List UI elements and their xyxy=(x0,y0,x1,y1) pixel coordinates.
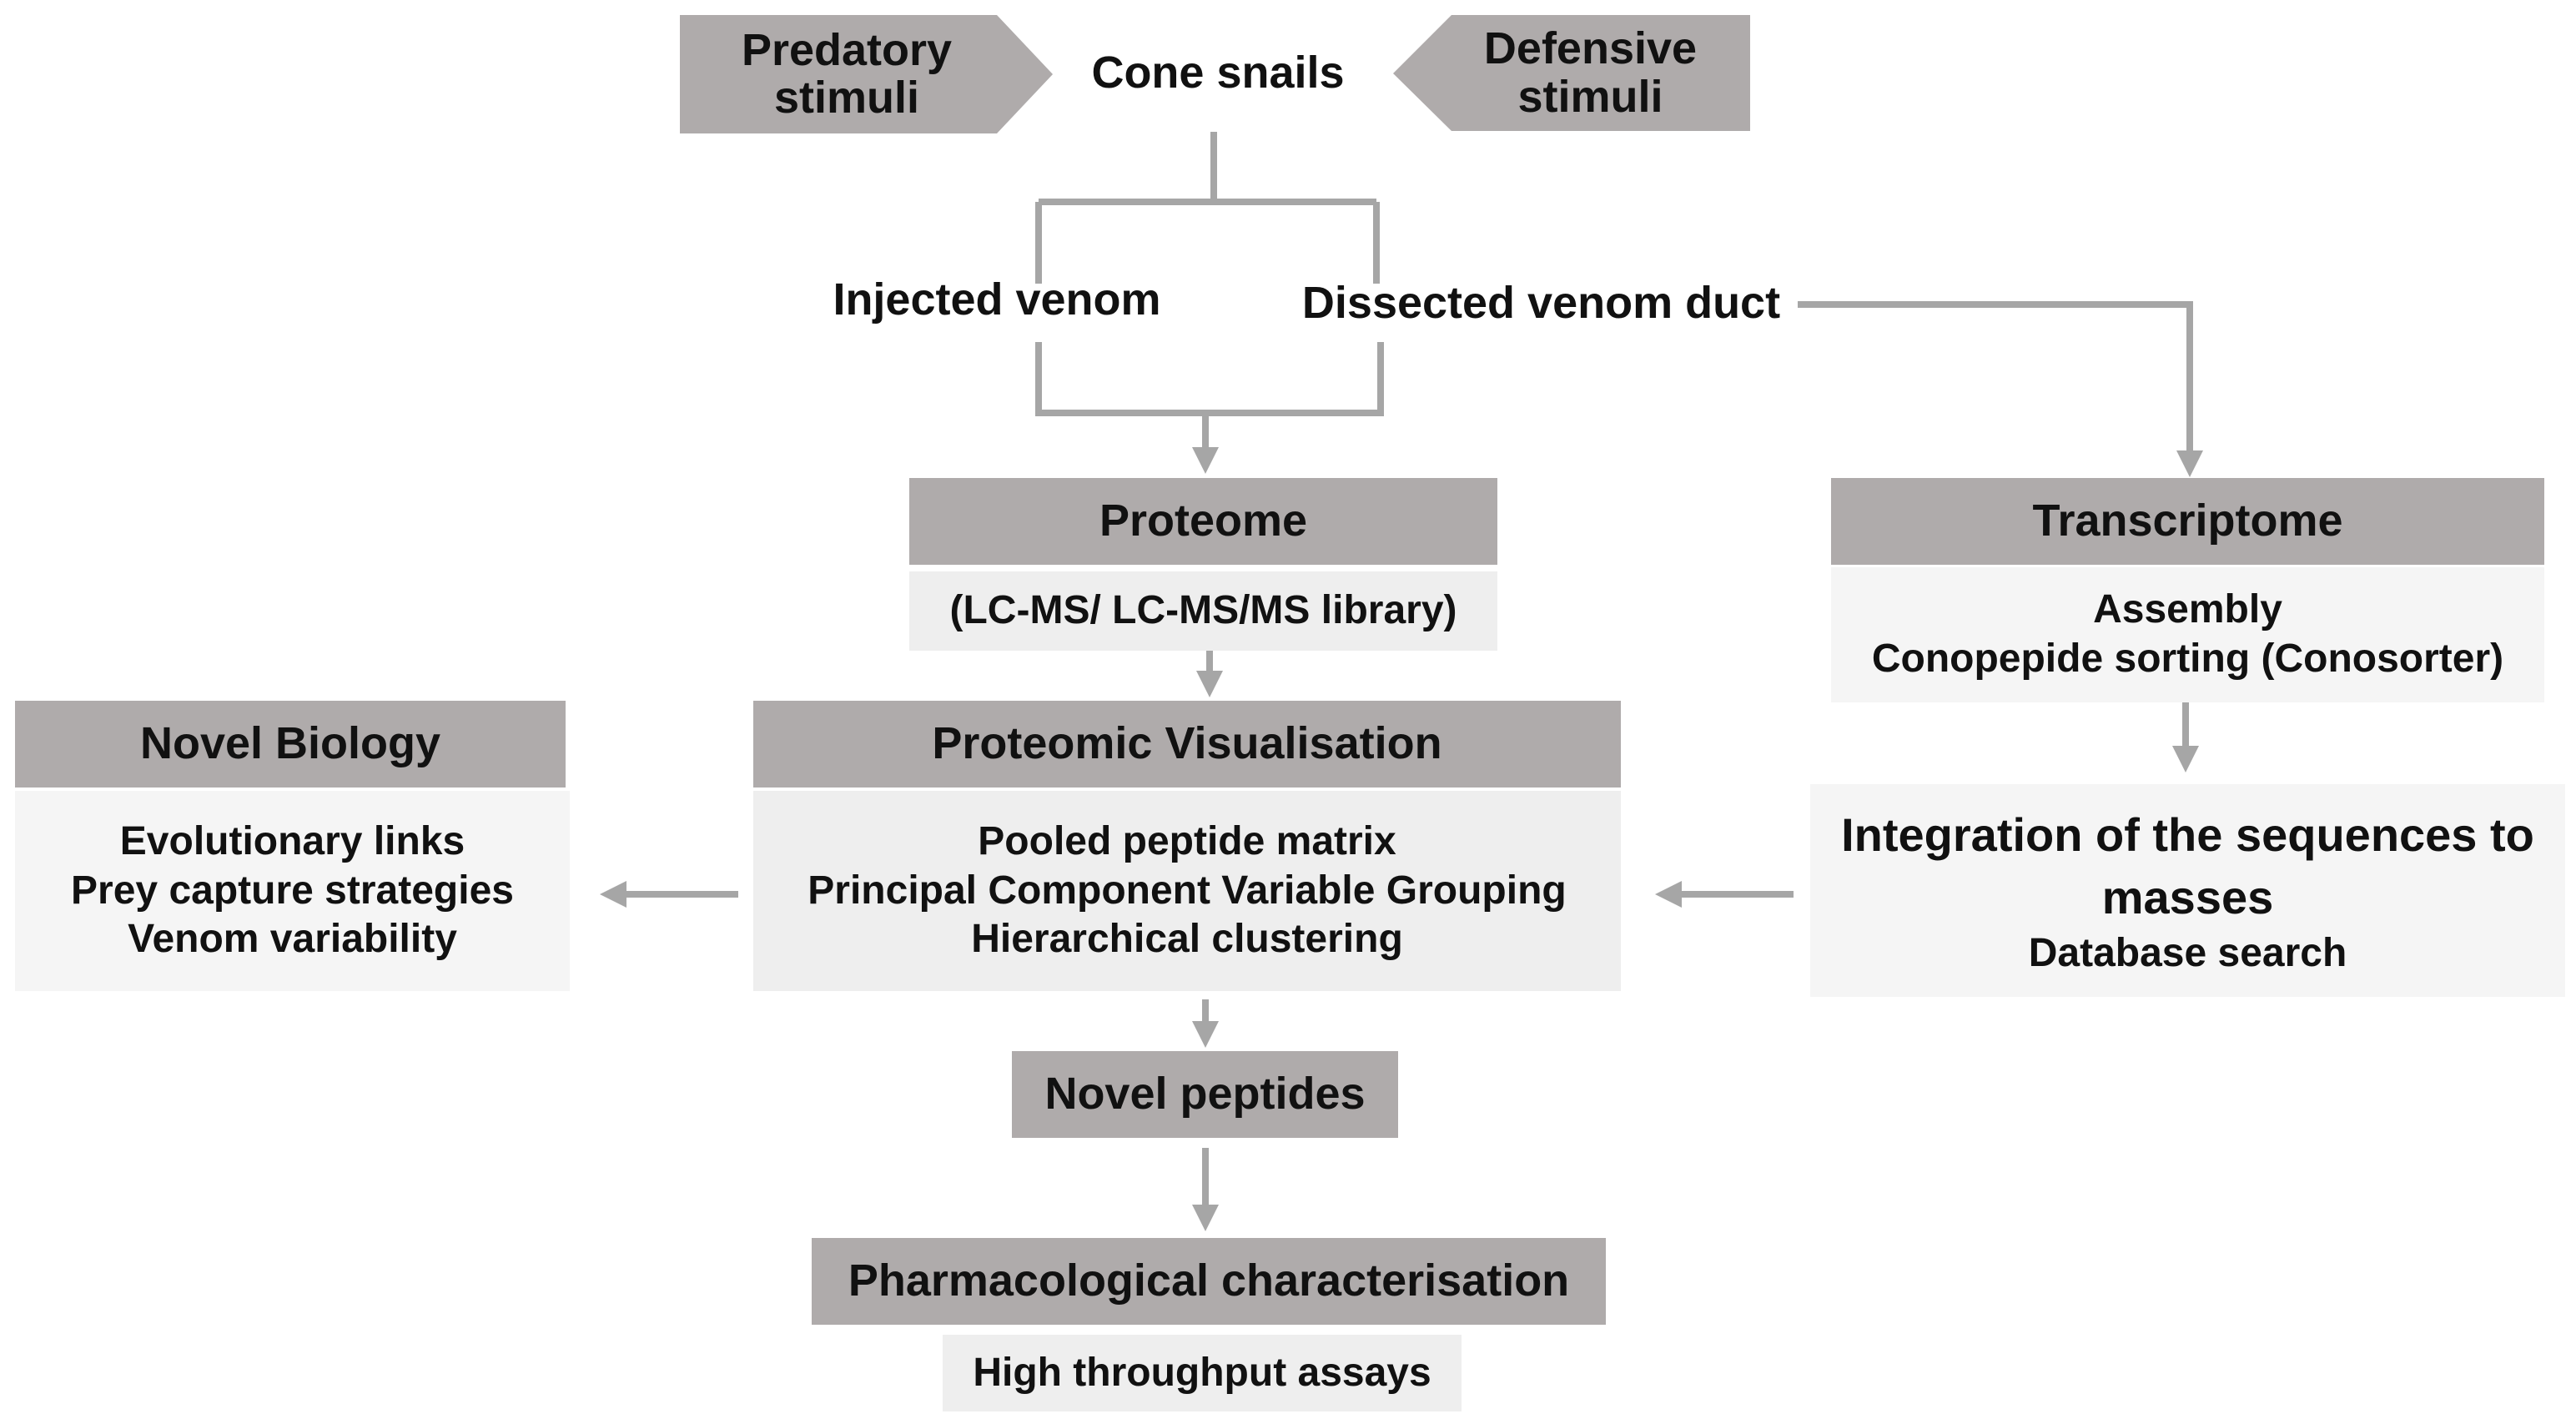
predatory-line-1: Predatory xyxy=(741,24,953,75)
visualisation-line: Hierarchical clustering xyxy=(971,917,1403,962)
novel-biology-line: Venom variability xyxy=(128,917,457,962)
cone-snails-label: Cone snails xyxy=(1091,48,1345,98)
predatory-stimuli-label: Predatory stimuli xyxy=(680,15,1014,133)
integration-title-line: masses xyxy=(2101,871,2274,924)
bracket-top xyxy=(1035,199,1380,284)
novel-biology-line: Prey capture strategies xyxy=(71,868,514,913)
proteome-subtext: (LC-MS/ LC-MS/MS library) xyxy=(909,571,1497,651)
pharmacological-subtext: High throughput assays xyxy=(943,1335,1462,1411)
transcriptome-line: Conopepide sorting (Conosorter) xyxy=(1871,637,2504,681)
transcriptome-line: Assembly xyxy=(2093,587,2282,632)
novel-biology-header: Novel Biology xyxy=(15,701,566,787)
transcriptome-header: Transcriptome xyxy=(1831,478,2544,565)
novel-biology-line: Evolutionary links xyxy=(119,819,465,864)
dissected-venom-duct-label: Dissected venom duct xyxy=(1301,278,1781,329)
integration-title-line: Integration of the sequences to xyxy=(1841,808,2534,861)
pharmacological-header: Pharmacological characterisation xyxy=(812,1238,1606,1325)
integration-box: Integration of the sequences to masses D… xyxy=(1810,784,2565,997)
visualisation-details: Pooled peptide matrix Principal Componen… xyxy=(753,791,1621,991)
defensive-line-1: Defensive xyxy=(1483,23,1698,74)
visualisation-line: Principal Component Variable Grouping xyxy=(808,868,1567,913)
defensive-stimuli-label: Defensive stimuli xyxy=(1431,15,1750,131)
defensive-line-2: stimuli xyxy=(1517,71,1663,122)
bracket-bottom xyxy=(1035,342,1384,416)
visualisation-line: Pooled peptide matrix xyxy=(978,819,1396,864)
novel-peptides-box: Novel peptides xyxy=(1012,1051,1398,1138)
injected-venom-label: Injected venom xyxy=(833,274,1161,325)
predatory-line-2: stimuli xyxy=(773,73,920,123)
transcriptome-details: Assembly Conopepide sorting (Conosorter) xyxy=(1831,567,2544,702)
arrow-to-transcriptome xyxy=(1798,301,2203,477)
integration-subtext: Database search xyxy=(2028,930,2347,975)
visualisation-header: Proteomic Visualisation xyxy=(753,701,1621,787)
defensive-stimuli-shape xyxy=(1393,15,1750,131)
predatory-stimuli-shape xyxy=(680,15,1053,133)
novel-biology-details: Evolutionary links Prey capture strategi… xyxy=(15,791,570,991)
proteome-header: Proteome xyxy=(909,478,1497,565)
